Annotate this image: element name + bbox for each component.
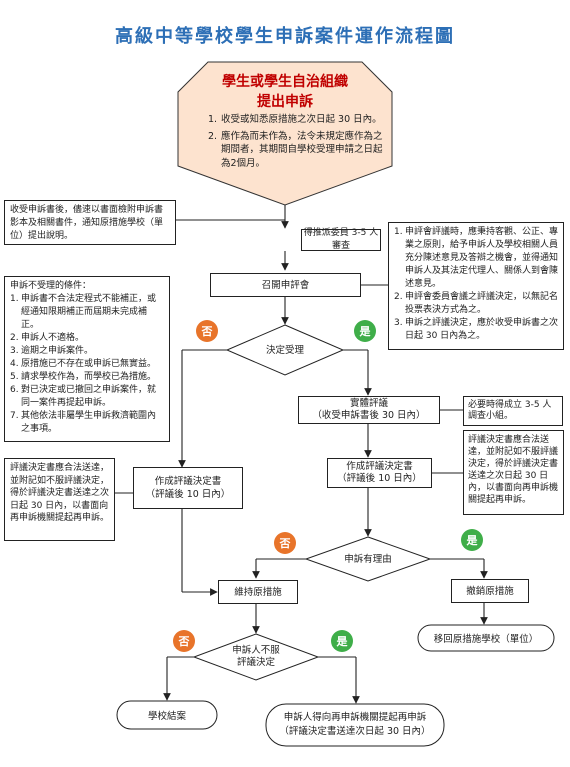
start-title-line2: 提出申訴 [257, 94, 313, 110]
remand-terminal-shape [417, 624, 555, 652]
decision-document-right-box: 作成評議決定書 （評議後 10 日內） [327, 458, 432, 488]
reject-item: 7.其他依法非屬學生申訴救濟範圍內之事項。 [10, 411, 157, 434]
note-receive-complaint: 收受申訴書後，儘速以書面檢附申訴書影本及相關書件，通知原措施學校（單位）提出說明… [4, 200, 176, 245]
reject-item: 6.對已決定或已撤回之申訴案件，就同一案件再提起申訴。 [10, 385, 157, 408]
note-decision-left: 評議決定書應合法送達，並附記如不服評議決定，得於評議決定書送達之次日起 30 日… [4, 458, 115, 541]
decide-appeal-label: 申訴人不服 評議決定 [232, 645, 280, 668]
reject-item: 2.申訴人不適格。 [10, 333, 85, 343]
reject-item: 4.原措施已不存在或申訴已無實益。 [10, 359, 157, 369]
start-hexagon [177, 61, 393, 206]
reject-heading: 申訴不受理的條件： [10, 281, 92, 291]
note-reject-conditions: 申訴不受理的條件： 1.申訴書不合法定程式不能補正，或經通知限期補正而屆期未完成… [4, 276, 170, 442]
remand-terminal-label: 移回原措施學校（單位） [433, 634, 539, 645]
appeal-no-badge: 否 [173, 630, 195, 652]
close-terminal-label: 學校結案 [147, 711, 186, 722]
start-item: 1.收受或知悉原措施之次日起 30 日內。 [208, 114, 382, 125]
decide-reason-diamond [304, 536, 432, 582]
convene-committee-box: 召開申評會 [210, 273, 361, 297]
reject-item: 1.申訴書不合法定程式不能補正，或經通知限期補正而屆期未完成補正。 [10, 294, 157, 330]
maintain-measure-box: 維持原措施 [218, 580, 298, 604]
substantive-review-box: 實體評議 （收受申訴書後 30 日內） [298, 396, 440, 424]
reject-item: 5.請求學校作為，而學校已為措施。 [10, 372, 157, 382]
decision-document-left-box: 作成評議決定書 （評議後 10 日內） [133, 467, 243, 509]
accept-yes-badge: 是 [354, 320, 376, 342]
close-terminal-shape [116, 700, 218, 730]
reason-yes-badge: 是 [461, 529, 483, 551]
start-title: 學生或學生自治組織 提出申訴 [200, 72, 370, 112]
decide-accept-label: 決定受理 [265, 345, 304, 356]
start-item: 2.應作為而未作為，法令未規定應作為之期間者，其期間自學校受理申請之日起為2個月… [208, 130, 383, 169]
reason-no-badge: 否 [274, 532, 296, 554]
reject-item: 3.逾期之申訴案件。 [10, 346, 94, 356]
note-investigation-team: 必要時得成立 3-5 人調查小組。 [463, 396, 563, 426]
note-decision-right: 評議決定書應合法送達，並附記如不服評議決定，得於評議決定書送達之次日起 30 日… [463, 430, 564, 515]
review-principle-item: 2.申評會委員會議之評議決定，以無記名投票表決方式為之。 [394, 292, 559, 315]
review-principle-item: 3.申訴之評議決定，應於收受申訴書之次日起 30 日內為之。 [394, 318, 559, 341]
decide-appeal-diamond [192, 633, 320, 681]
note-review-principles: 1.申評會評議時，應秉持客觀、公正、專業之原則，給予申訴人及學校相關人員充分陳述… [388, 222, 564, 350]
appoint-reviewers-box: 得推派委員 3-5 人審查 [301, 228, 381, 251]
decide-reason-label: 申訴有理由 [344, 554, 392, 565]
start-conditions: 1.收受或知悉原措施之次日起 30 日內。 2.應作為而未作為，法令未規定應作為… [208, 113, 384, 170]
reappeal-terminal-label: 申訴人得向再申訴機關提起再申訴 （評議決定書送達次日起 30 日內） [279, 712, 431, 737]
page-title: 高級中等學校學生申訴案件運作流程圖 [115, 26, 455, 47]
reappeal-terminal-shape [265, 703, 445, 747]
decide-accept-diamond [225, 324, 345, 376]
appeal-yes-badge: 是 [331, 630, 353, 652]
review-principle-item: 1.申評會評議時，應秉持客觀、公正、專業之原則，給予申訴人及學校相關人員充分陳述… [394, 227, 559, 289]
accept-no-badge: 否 [196, 320, 218, 342]
revoke-measure-box: 撤銷原措施 [451, 579, 529, 603]
start-title-line1: 學生或學生自治組織 [222, 74, 348, 90]
